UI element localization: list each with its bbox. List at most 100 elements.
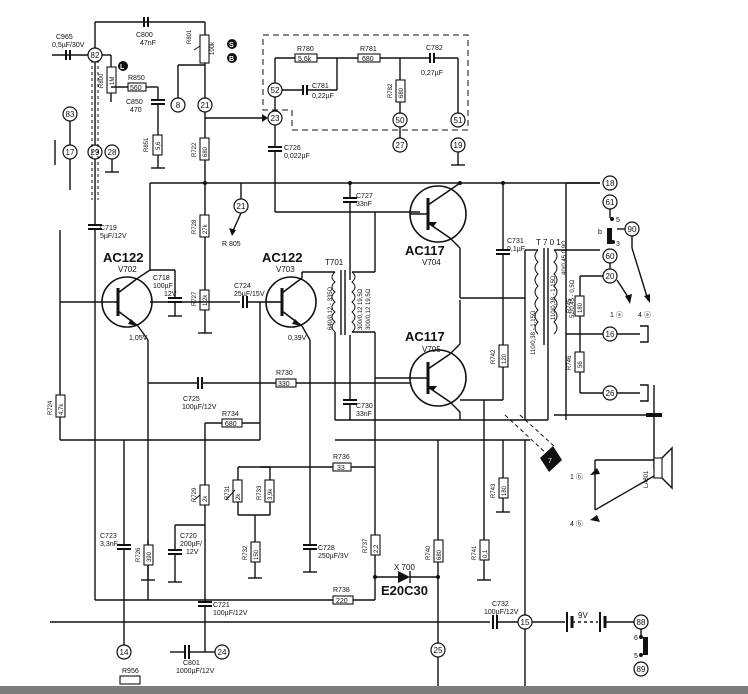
c720-value: 200µF/ [180,541,202,548]
r733-value: 3,9k [268,488,274,500]
c723-value: 3,3nF [100,541,118,548]
sw-3-label: 3 [616,241,620,248]
t701-w4: 110/0,38 - 1,15Ω [531,310,537,355]
r740-label: R740 [426,545,432,560]
r732-value: 150 [254,549,260,560]
la801-label: LA801 [644,470,650,488]
node-19-label: 19 [454,141,463,150]
c724-value: 25µF/15V [234,291,265,298]
node-50-label: 50 [396,116,405,125]
c721-value: 100µF/12V [213,610,248,617]
r727-label: R727 [192,291,198,306]
sw-6-label: 6 [634,635,638,642]
t701-w6: 40/0,45 0,9Ω [562,240,568,275]
r728-label: R728 [192,219,198,234]
v703-type: AC122 [262,250,302,265]
node-61-label: 61 [606,198,615,207]
diode-x700 [398,571,410,583]
r800-value: 1M [110,77,116,85]
r728-value: 27k [203,223,209,234]
r782-value: 680 [399,87,405,98]
r746-label: R746 [567,355,573,370]
c781-value: 0,22µF [312,93,334,100]
node-52-label: 52 [271,86,280,95]
r736-value: 33 [337,465,345,472]
r782-label: R782 [388,83,394,98]
t701-w1: 640/0,12 - 335Ω [328,286,334,330]
t701-primary [331,271,336,333]
t701-w3: 300/0,12 19,5Ω [366,288,372,330]
bottom-scroll-bar[interactable] [0,686,748,694]
r851-value: 5,6 [156,141,162,150]
r742-label: R742 [491,349,497,364]
t701-w5: 110/0,38 - 1,15Ω [551,275,557,320]
r731-label: R731 [225,485,231,500]
r850-label: R850 [128,75,145,82]
r801-value: 100k [210,41,216,55]
r729-value: 2k [203,495,209,502]
node-89-label: 89 [637,665,646,674]
c850-value: 470 [130,107,142,114]
node-14 [116,644,132,660]
r743-value: 180 [502,485,508,496]
l-marker: L [120,64,125,71]
node-29-label: 29 [91,148,100,157]
c781-label: C781 [312,83,329,90]
e20c30-label: E20C30 [381,583,428,598]
node-17-label: 17 [66,148,75,157]
c718-label: C718 [153,275,170,282]
node-21-mid-label: 21 [237,202,246,211]
c725-label: C725 [183,396,200,403]
c727-label: C727 [356,193,373,200]
speaker-la801 [653,457,663,479]
output-transformer-secondary [553,249,558,335]
battery-label: 9V [578,611,588,620]
r733-label: R733 [257,485,263,500]
marker-7: 7 [548,458,552,465]
node-16-label: 16 [606,330,615,339]
r851-label: R851 [144,137,150,152]
r801-resistor [199,34,210,64]
node-89 [633,661,649,677]
c730-label: C730 [356,403,373,410]
c965-value: 0,5µF/30V [52,42,85,49]
node-90-label: 90 [628,225,637,234]
r740-value: 680 [437,549,443,560]
c801-value: 1000µF/12V [176,668,215,675]
node-25-label: 25 [434,646,443,655]
c801-label: C801 [183,660,200,667]
c965-label: C965 [56,34,73,41]
r726-label: R726 [136,547,142,562]
r745-value: 180 [578,302,584,313]
r734-value: 680 [225,421,237,428]
c782-label: C782 [426,45,443,52]
c800-label: C800 [136,32,153,39]
c730-value: 33nF [356,411,372,418]
r956-resistor [119,675,141,685]
c719-label: C719 [100,225,117,232]
r730-value: 330 [278,381,290,388]
r745-label: R745 [567,298,573,313]
c727-value: 33nF [356,201,372,208]
v705-type: AC117 [405,329,445,344]
node-17 [62,144,78,160]
r727-value: 1,2k [203,294,209,306]
node-82-label: 82 [91,51,100,60]
r780-label: R780 [297,46,314,53]
label-1a: 1 ⓐ [610,311,623,319]
r781-label: R781 [360,46,377,53]
r736-label: R736 [333,454,350,461]
label-4a: 4 ⓐ [638,311,651,319]
r737-value: 2,2 [374,544,380,553]
r722-label: R722 [192,142,198,157]
node-20-label: 20 [606,272,615,281]
c782-value: 0,27µF [421,70,443,77]
r724-label: R724 [48,400,54,415]
r724-value: 4,7k [59,403,65,415]
r722-value: 680 [203,146,209,157]
node-83-label: 83 [66,110,75,119]
r956-label: R956 [122,668,139,675]
r801-label: R801 [187,29,193,44]
